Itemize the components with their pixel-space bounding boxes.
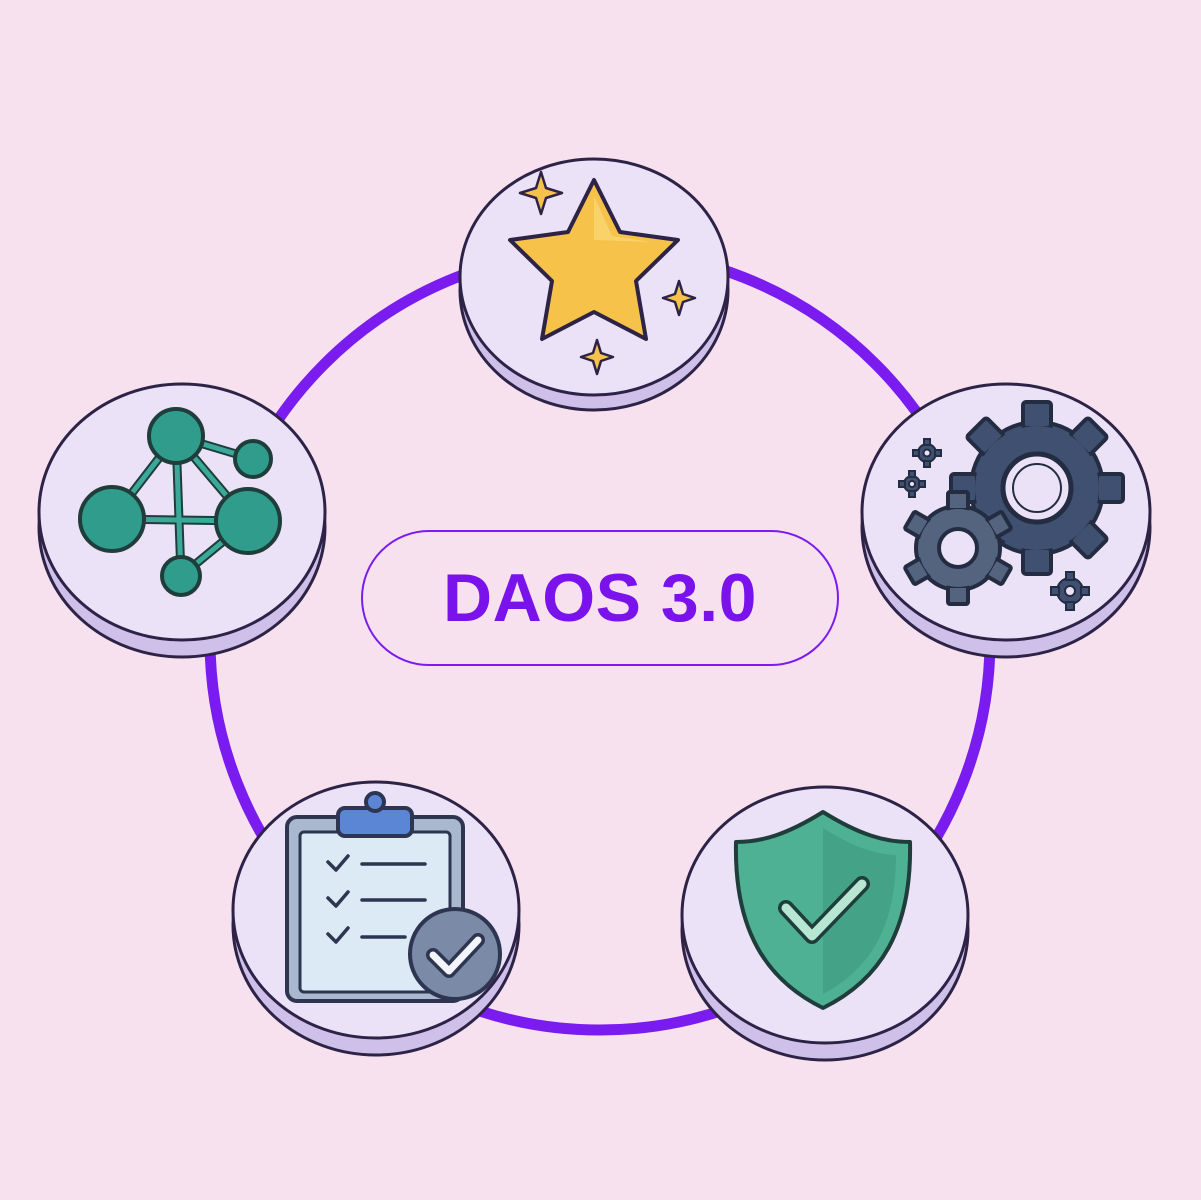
- node-star: [458, 157, 730, 412]
- node-network: [37, 382, 327, 659]
- gears-icon: [898, 400, 1125, 611]
- center-title: DAOS 3.0: [443, 560, 757, 636]
- star-sparkles-icon: [508, 170, 697, 376]
- shield-check-icon: [733, 810, 913, 1010]
- node-clipboard: [231, 780, 521, 1057]
- center-title-pill: DAOS 3.0: [361, 530, 839, 666]
- node-gears: [860, 382, 1152, 659]
- clipboard-checklist-icon: [285, 791, 502, 1003]
- network-nodes-icon: [78, 407, 282, 597]
- node-shield: [680, 785, 970, 1062]
